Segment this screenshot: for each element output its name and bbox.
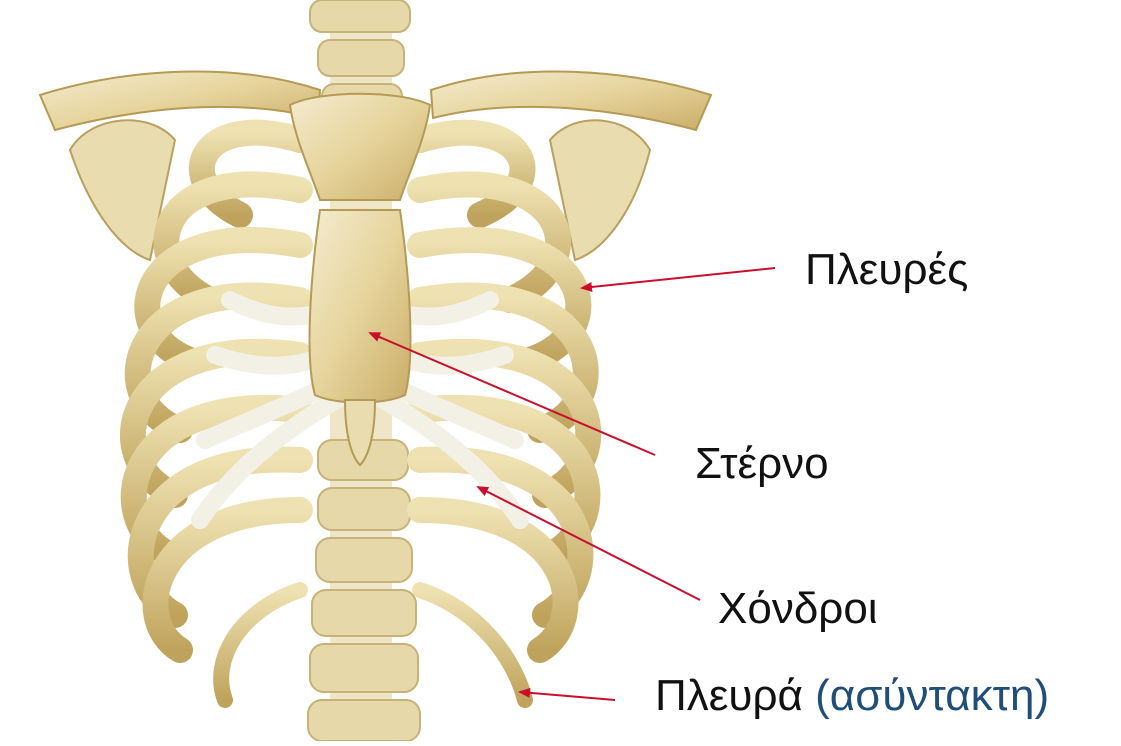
ribs-label: Πλευρές — [805, 248, 968, 292]
floating-rib-label-note: (ασύντακτη) — [815, 671, 1049, 720]
sternum-label: Στέρνο — [695, 442, 829, 486]
cartilages-label: Χόνδροι — [718, 587, 878, 631]
floating-rib-arrow — [520, 692, 615, 700]
floating-rib-label-main: Πλευρά — [655, 671, 803, 720]
floating-rib-label: Πλευρά (ασύντακτη) — [655, 674, 1049, 718]
ribs-arrow — [582, 268, 775, 288]
